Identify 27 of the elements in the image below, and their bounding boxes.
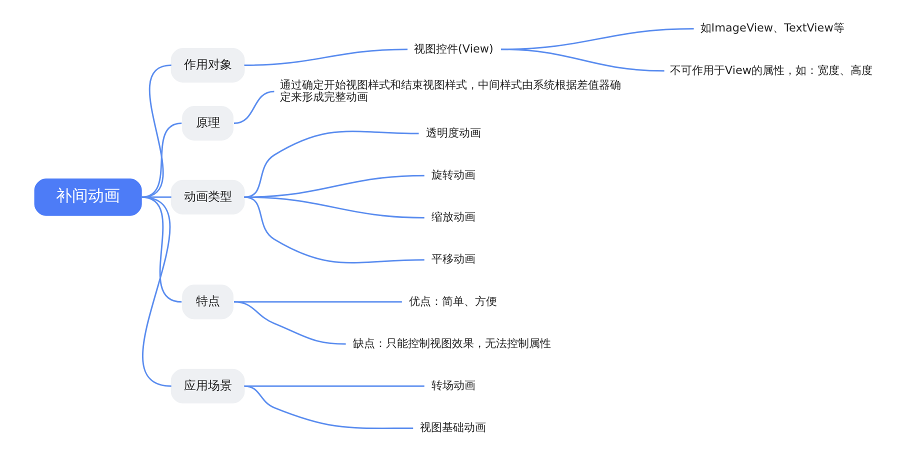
node-box: 特点	[182, 284, 234, 320]
connector	[244, 130, 418, 198]
node-text: 旋转动画	[430, 168, 475, 182]
connector	[140, 196, 171, 387]
node-box: 动画类型	[170, 180, 244, 214]
node-text: 缩放动画	[430, 210, 475, 224]
node-text: 平移动画	[430, 252, 475, 266]
node-text: 视图基础动画	[420, 421, 486, 434]
node-box: 作用对象	[170, 48, 244, 83]
node-text: 通过确定开始视图样式和结束视图样式，中间样式由系统根据差值器确定来形成完整动画	[279, 78, 620, 104]
connector	[244, 385, 413, 430]
node-box: 应用场景	[170, 368, 244, 404]
node-text: 如ImageView、TextView等	[700, 22, 844, 35]
node-text: 缺点：只能控制视图效果，无法控制属性	[352, 336, 550, 350]
connector	[244, 196, 424, 264]
node-text: 转场动画	[430, 379, 475, 392]
node-text: 不可作用于View的属性，如：宽度、高度	[669, 64, 872, 77]
connector	[233, 301, 346, 345]
node-box: 补间动画	[34, 178, 142, 216]
connector	[234, 301, 402, 303]
connector	[233, 90, 274, 124]
node-text: 透明度动画	[425, 126, 480, 140]
connector	[500, 48, 664, 72]
node-box: 原理	[182, 106, 234, 141]
connector	[244, 48, 408, 66]
node-text: 优点：简单、方便	[408, 294, 496, 308]
node-text: 视图控件(View)	[414, 42, 493, 56]
